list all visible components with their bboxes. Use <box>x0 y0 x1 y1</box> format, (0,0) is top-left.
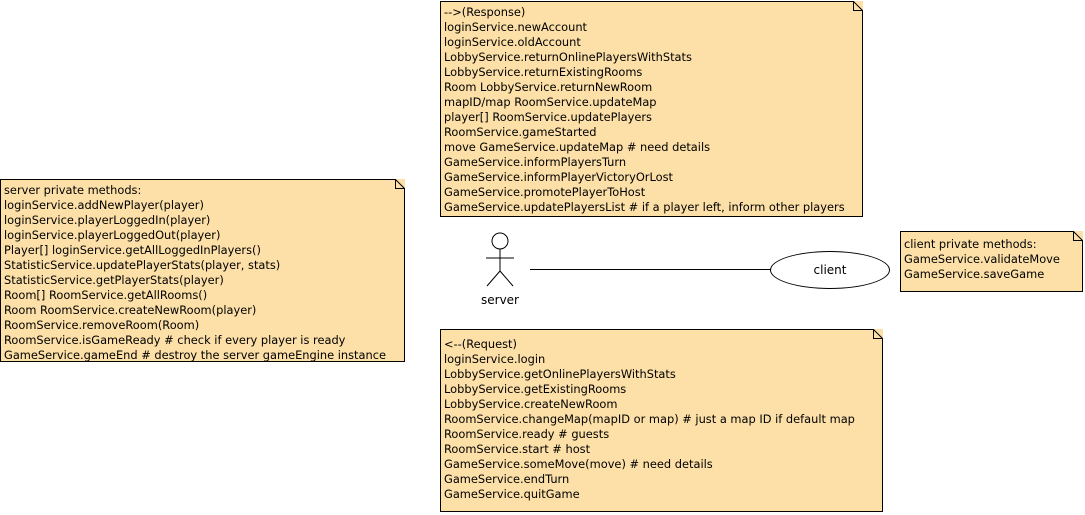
note-frame <box>440 1 863 217</box>
client-usecase[interactable]: client <box>770 251 890 289</box>
note-line: loginService.playerLoggedOut(player) <box>4 228 221 242</box>
note-line: StatisticService.getPlayerStats(player) <box>4 273 224 287</box>
note-line: LobbyService.returnOnlinePlayersWithStat… <box>444 50 692 64</box>
note-line: GameService.updatePlayersList # if a pla… <box>444 200 845 214</box>
note-line: move GameService.updateMap # need detail… <box>444 140 711 154</box>
note-line: GameService.validateMove <box>904 252 1060 266</box>
note-line: GameService.someMove(move) # need detail… <box>444 457 713 471</box>
note-line: Room[] RoomService.getAllRooms() <box>4 288 208 302</box>
note-line: RoomService.changeMap(mapID or map) # ju… <box>444 412 855 426</box>
note-line: loginService.login <box>444 352 546 366</box>
note-line: GameService.gameEnd # destroy the server… <box>4 348 386 362</box>
note-line: loginService.addNewPlayer(player) <box>4 198 204 212</box>
note-frame <box>0 179 405 362</box>
note-line: Room RoomService.createNewRoom(player) <box>4 303 257 317</box>
note-lines: server private methods:loginService.addN… <box>4 183 405 363</box>
client-private-methods-note[interactable]: client private methods:GameService.valid… <box>900 231 1083 292</box>
actor-label: server <box>481 293 519 307</box>
note-line: RoomService.start # host <box>444 442 591 456</box>
note-line: Room LobbyService.returnNewRoom <box>444 80 653 94</box>
note-line: loginService.newAccount <box>444 20 588 34</box>
server-private-methods-note[interactable]: server private methods:loginService.addN… <box>0 179 405 362</box>
note-line: LobbyService.getOnlinePlayersWithStats <box>444 367 676 381</box>
note-line: GameService.informPlayerVictoryOrLost <box>444 170 674 184</box>
note-line: RoomService.gameStarted <box>444 125 597 139</box>
note-frame <box>900 231 1083 292</box>
note-line: StatisticService.updatePlayerStats(playe… <box>4 258 281 272</box>
note-line: RoomService.isGameReady # check if every… <box>4 333 346 347</box>
note-frame <box>440 329 883 512</box>
note-line: GameService.endTurn <box>444 472 570 486</box>
note-line: LobbyService.getExistingRooms <box>444 382 627 396</box>
note-line: LobbyService.returnExistingRooms <box>444 65 643 79</box>
note-line: <--(Request) <box>444 337 517 351</box>
association-line[interactable] <box>530 269 771 270</box>
note-lines: client private methods:GameService.valid… <box>904 237 1083 282</box>
note-line: player[] RoomService.updatePlayers <box>444 110 652 124</box>
note-line: -->(Response) <box>444 5 526 19</box>
note-line: Player[] loginService.getAllLoggedInPlay… <box>4 243 261 257</box>
note-line: client private methods: <box>904 237 1037 251</box>
note-line: loginService.oldAccount <box>444 35 581 49</box>
note-line: loginService.playerLoggedIn(player) <box>4 213 211 227</box>
note-line: RoomService.removeRoom(Room) <box>4 318 200 332</box>
server-actor-icon[interactable] <box>470 232 530 312</box>
note-line: GameService.informPlayersTurn <box>444 155 627 169</box>
note-line: server private methods: <box>4 183 142 197</box>
note-line: GameService.saveGame <box>904 267 1045 281</box>
note-line: GameService.quitGame <box>444 487 580 501</box>
note-line: mapID/map RoomService.updateMap <box>444 95 657 109</box>
note-line: RoomService.ready # guests <box>444 427 610 441</box>
usecase-label: client <box>813 263 847 277</box>
note-line: GameService.promotePlayerToHost <box>444 185 646 199</box>
note-line: LobbyService.createNewRoom <box>444 397 618 411</box>
